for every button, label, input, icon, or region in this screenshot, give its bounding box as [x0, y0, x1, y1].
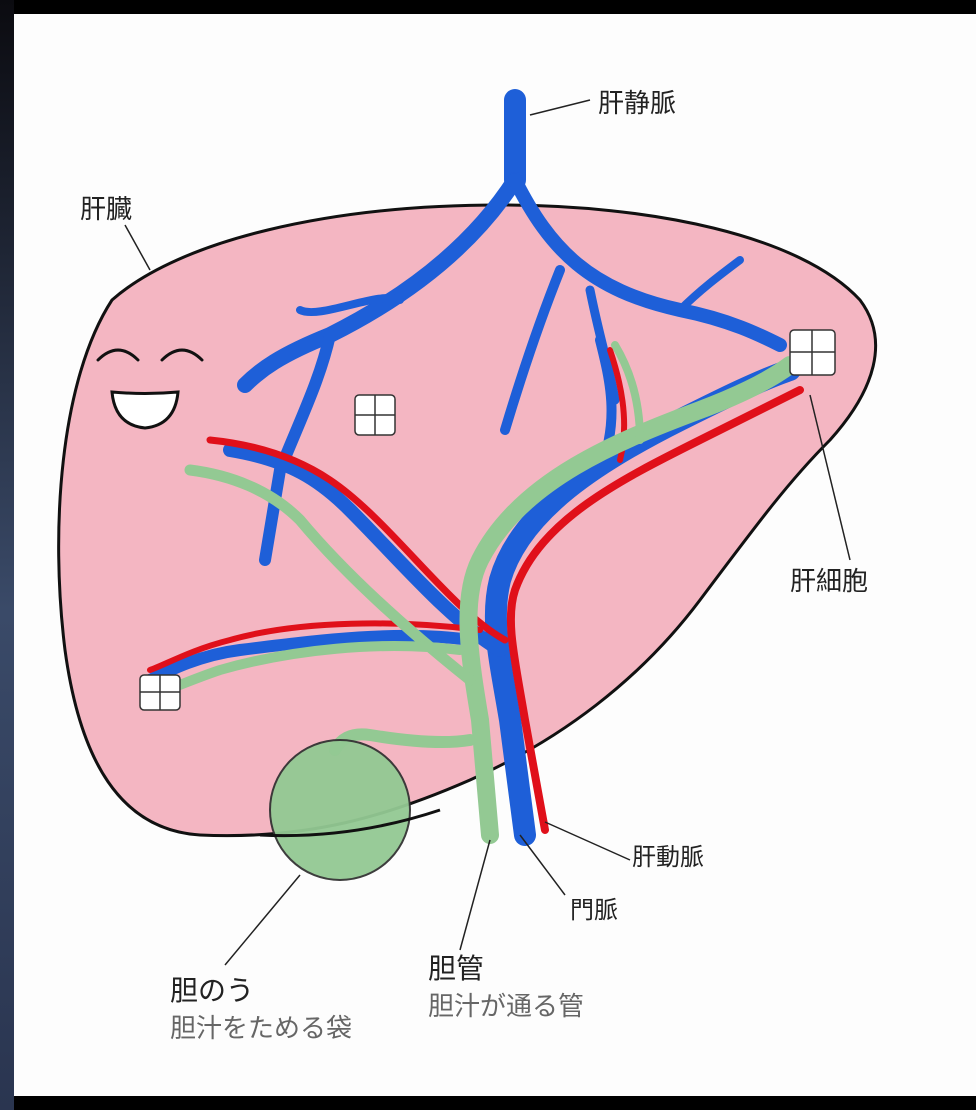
label-gallbladder-desc: 胆汁をためる袋 [170, 1014, 352, 1044]
label-gallbladder: 胆のう [170, 974, 254, 1007]
label-portal-vein: 門脈 [570, 896, 618, 924]
label-bile-duct-desc: 胆汁が通る管 [428, 992, 584, 1022]
label-hepatic-artery: 肝動脈 [632, 843, 704, 871]
label-hepatocyte: 肝細胞 [790, 567, 868, 597]
gallbladder-shape [270, 740, 410, 880]
label-hepatic-vein: 肝静脈 [598, 89, 676, 119]
label-bile-duct: 胆管 [428, 952, 484, 985]
label-liver: 肝臓 [80, 195, 132, 225]
